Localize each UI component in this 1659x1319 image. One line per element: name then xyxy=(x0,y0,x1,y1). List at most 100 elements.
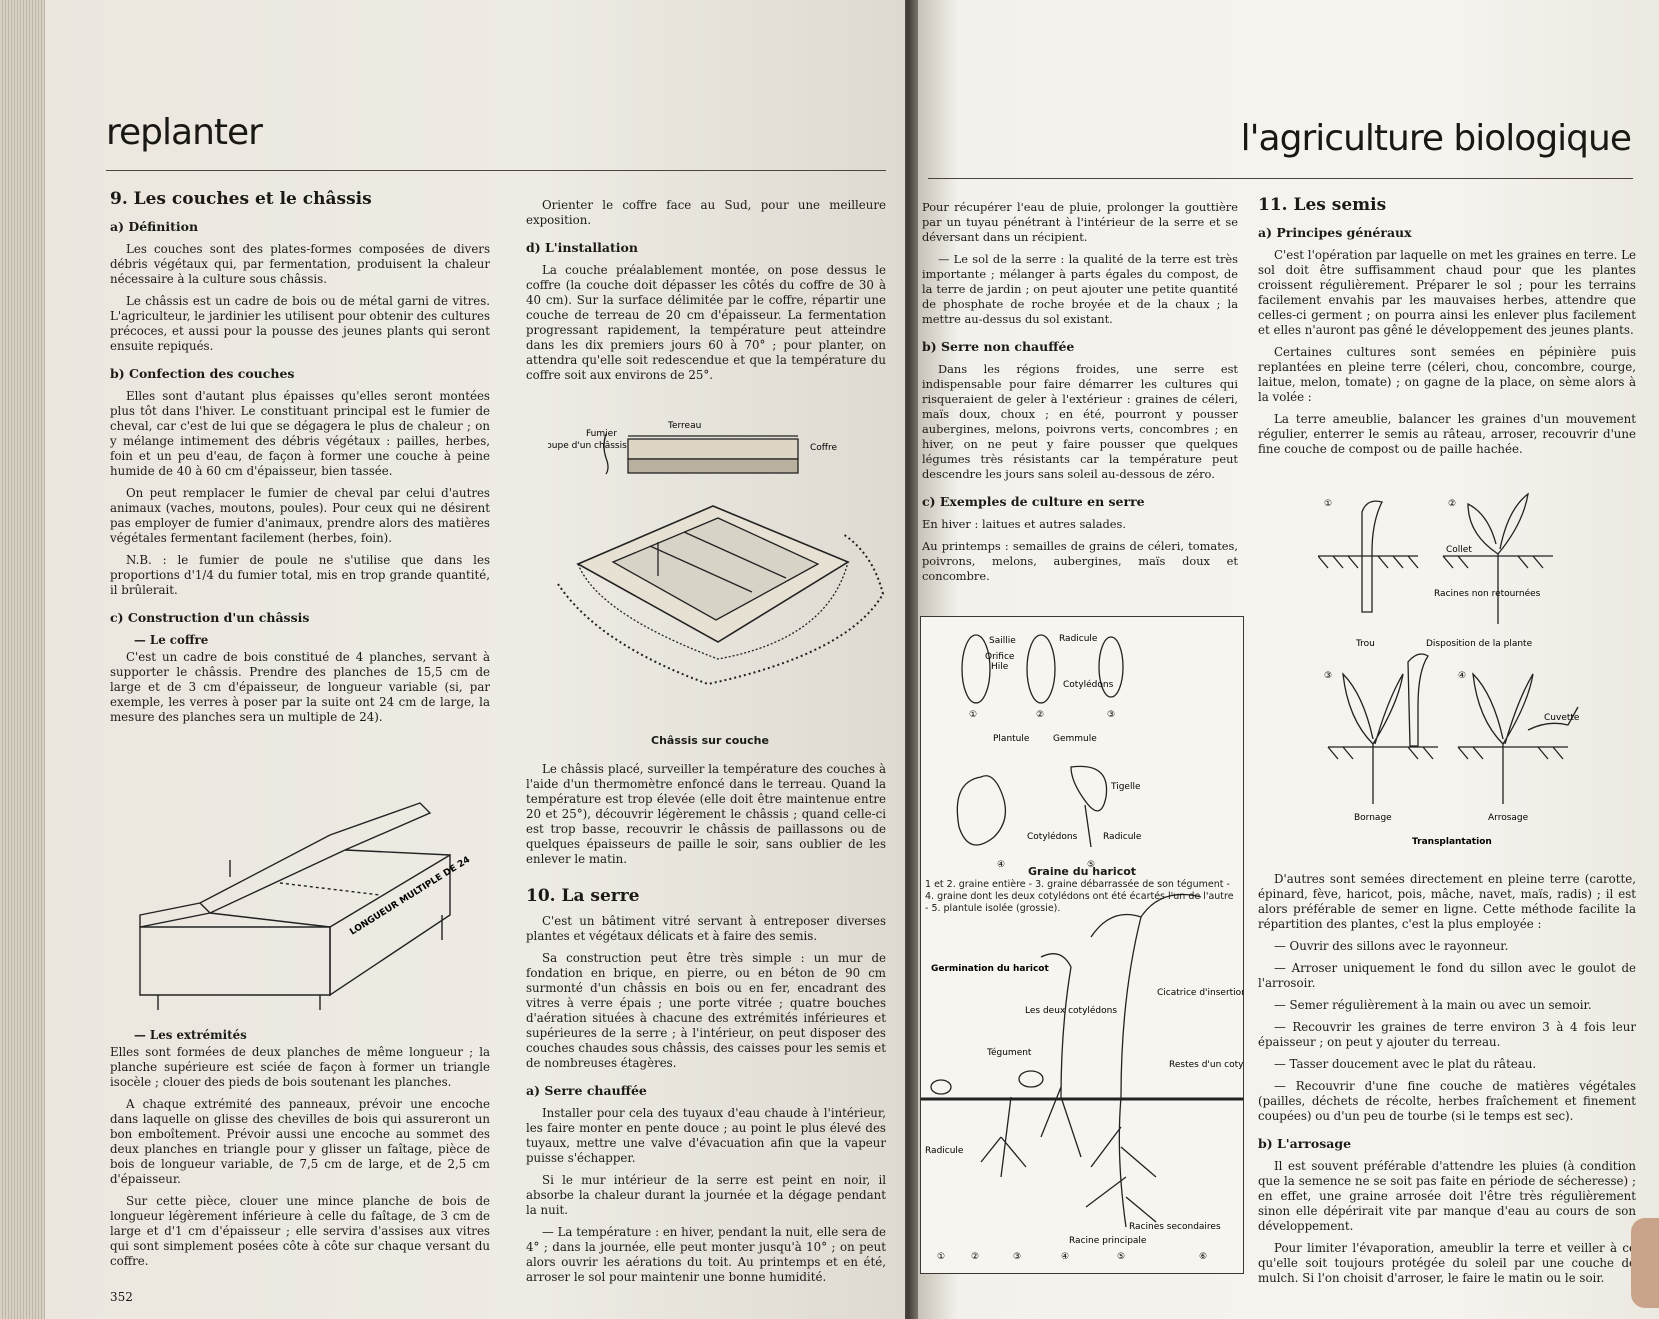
list-item: — Arroser uniquement le fond du sillon a… xyxy=(1258,961,1636,990)
paragraph: Certaines cultures sont semées en pépini… xyxy=(1258,345,1636,404)
paragraph: La couche préalablement montée, on pose … xyxy=(526,263,886,382)
section-heading-11: 11. Les semis xyxy=(1258,195,1387,215)
subheading-serre-non-chauffee: b) Serre non chauffée xyxy=(922,339,1075,354)
paragraph: Orienter le coffre face au Sud, pour une… xyxy=(526,198,886,227)
label-cotyledons-2: Cotylédons xyxy=(1027,831,1078,842)
coffre-frame-illustration: LONGUEUR MULTIPLE DE 24 xyxy=(139,802,472,1010)
label-radicule-germ: Radicule xyxy=(925,1146,964,1156)
subheading-confection: b) Confection des couches xyxy=(110,366,295,381)
list-item: — Recouvrir les graines de terre environ… xyxy=(1258,1020,1636,1049)
paragraph: Le châssis est un cadre de bois ou de mé… xyxy=(110,294,490,353)
subheading-definition: a) Définition xyxy=(110,219,199,234)
paragraph: D'autres sont semées directement en plei… xyxy=(1258,872,1636,931)
label-deux-cotyledons: Les deux cotylédons xyxy=(1025,1005,1117,1016)
label-saillie: Saillie xyxy=(989,636,1016,646)
fig-num-3: ③ xyxy=(1107,710,1115,720)
label-arrosage: Arrosage xyxy=(1488,813,1529,823)
list-item: — Recouvrir d'une fine couche de matière… xyxy=(1258,1079,1636,1123)
paragraph: Sa construction peut être très simple : … xyxy=(526,951,886,1070)
label-collet: Collet xyxy=(1446,545,1472,555)
bean-seed-illustration: Saillie Orifice Hile Radicule Cotylédons… xyxy=(921,634,1243,1262)
paragraph: Au printemps : semailles de grains de cé… xyxy=(922,539,1238,583)
page-edges xyxy=(0,0,45,1319)
paragraph: On peut remplacer le fumier de cheval pa… xyxy=(110,486,490,545)
right-running-header: l'agriculture biologique xyxy=(1240,118,1632,159)
subheading-exemples: c) Exemples de culture en serre xyxy=(922,494,1145,509)
subheading-principes: a) Principes généraux xyxy=(1258,225,1412,240)
paragraph: En hiver : laitues et autres salades. xyxy=(922,517,1127,531)
left-column-1-bottom: — Les extrémités Elles sont formées de d… xyxy=(110,1022,490,1276)
list-item: — Semer régulièrement à la main ou avec … xyxy=(1274,998,1592,1012)
paragraph: A chaque extrémité des panneaux, prévoir… xyxy=(110,1097,490,1186)
label-racines: Racines non retournées xyxy=(1434,588,1541,599)
subheading-construction: c) Construction d'un châssis xyxy=(110,610,310,625)
left-running-header: replanter xyxy=(106,112,263,153)
label-plantule: Plantule xyxy=(993,734,1030,744)
label-cuvette: Cuvette xyxy=(1544,713,1580,723)
germ-num-3: ③ xyxy=(1013,1252,1021,1262)
paragraph: Les couches sont des plates-formes compo… xyxy=(110,242,490,286)
caption-transplantation: Transplantation xyxy=(1412,837,1492,847)
label-terreau: Terreau xyxy=(667,421,701,431)
paragraph: Elles sont d'autant plus épaisses qu'ell… xyxy=(110,389,490,478)
label-coffre: Coffre xyxy=(810,443,837,453)
paragraph: Si le mur intérieur de la serre est pein… xyxy=(526,1173,886,1217)
left-page: replanter 9. Les couches et le châssis a… xyxy=(0,0,905,1319)
label-coupe: Coupe d'un châssis xyxy=(548,441,627,451)
list-item: — Ouvrir des sillons avec le rayonneur. xyxy=(1274,939,1509,953)
left-column-2-bottom: Le châssis placé, surveiller la températ… xyxy=(526,762,886,1292)
paragraph: Dans les régions froides, une serre est … xyxy=(922,362,1238,481)
figure-label-longueur: LONGUEUR MULTIPLE DE 24 xyxy=(348,855,472,938)
label-bornage: Bornage xyxy=(1354,813,1392,823)
subheading-arrosage: b) L'arrosage xyxy=(1258,1136,1352,1151)
paragraph: N.B. : le fumier de poule ne s'utilise q… xyxy=(110,553,490,597)
subheading-coffre: — Le coffre xyxy=(134,633,209,647)
paragraph: Elles sont formées de deux planches de m… xyxy=(110,1045,490,1089)
fig-num-2: ② xyxy=(1036,710,1044,720)
paragraph: La terre ameublie, balancer les graines … xyxy=(1258,412,1636,456)
right-column-2-bottom: D'autres sont semées directement en plei… xyxy=(1258,872,1636,1293)
label-cotyledons: Cotylédons xyxy=(1063,679,1114,690)
left-column-1: 9. Les couches et le châssis a) Définiti… xyxy=(110,191,490,732)
label-radicule-2: Radicule xyxy=(1103,832,1142,842)
page-number: 352 xyxy=(110,1290,133,1304)
caption-graine-text: 1 et 2. graine entière - 3. graine débar… xyxy=(925,879,1234,914)
left-header-rule xyxy=(106,170,886,171)
right-header-rule xyxy=(928,178,1633,179)
step-num-2: ② xyxy=(1448,499,1456,509)
paragraph: C'est un cadre de bois constitué de 4 pl… xyxy=(110,650,490,724)
label-trou: Trou xyxy=(1355,639,1375,649)
germ-num-2: ② xyxy=(971,1252,979,1262)
figure-caption-chassis: Châssis sur couche xyxy=(651,734,769,747)
left-column-2: Orienter le coffre face au Sud, pour une… xyxy=(526,198,886,390)
paragraph: Pour récupérer l'eau de pluie, prolonger… xyxy=(922,200,1238,244)
paragraph: — La température : en hiver, pendant la … xyxy=(526,1225,886,1284)
label-tegument: Tégument xyxy=(986,1047,1032,1058)
label-fumier: Fumier xyxy=(586,429,617,439)
chassis-on-layer-illustration: Coupe d'un châssis Fumier Terreau Coffre xyxy=(548,421,885,686)
caption-graine-title: Graine du haricot xyxy=(1027,865,1137,878)
hand-holding-page xyxy=(1631,1218,1659,1308)
paragraph: Installer pour cela des tuyaux d'eau cha… xyxy=(526,1106,886,1165)
paragraph: C'est un bâtiment vitré servant à entrep… xyxy=(526,914,886,943)
right-page: l'agriculture biologique Pour récupérer … xyxy=(918,0,1659,1319)
fig-num-5: ⑤ xyxy=(1087,860,1095,870)
paragraph: — Le sol de la serre : la qualité de la … xyxy=(922,252,1238,326)
label-cicatrice: Cicatrice d'insertion d'un des cotylédon… xyxy=(1157,987,1243,998)
subheading-extremites: — Les extrémités xyxy=(134,1028,247,1042)
right-column-1: Pour récupérer l'eau de pluie, prolonger… xyxy=(922,200,1238,591)
step-num-3: ③ xyxy=(1324,671,1332,681)
label-orifice: Orifice xyxy=(985,652,1015,662)
label-tigelle: Tigelle xyxy=(1110,782,1141,792)
germ-num-4: ④ xyxy=(1061,1252,1069,1262)
label-radicule: Radicule xyxy=(1059,634,1098,644)
paragraph: Sur cette pièce, clouer une mince planch… xyxy=(110,1194,490,1268)
subheading-installation: d) L'installation xyxy=(526,240,638,255)
label-gemmule: Gemmule xyxy=(1053,734,1097,744)
section-heading-10: 10. La serre xyxy=(526,886,640,906)
fig-num-4: ④ xyxy=(997,860,1005,870)
paragraph: Pour limiter l'évaporation, ameublir la … xyxy=(1258,1241,1636,1285)
paragraph: Le châssis placé, surveiller la températ… xyxy=(526,762,886,866)
step-num-4: ④ xyxy=(1458,671,1466,681)
step-num-1: ① xyxy=(1324,499,1332,509)
